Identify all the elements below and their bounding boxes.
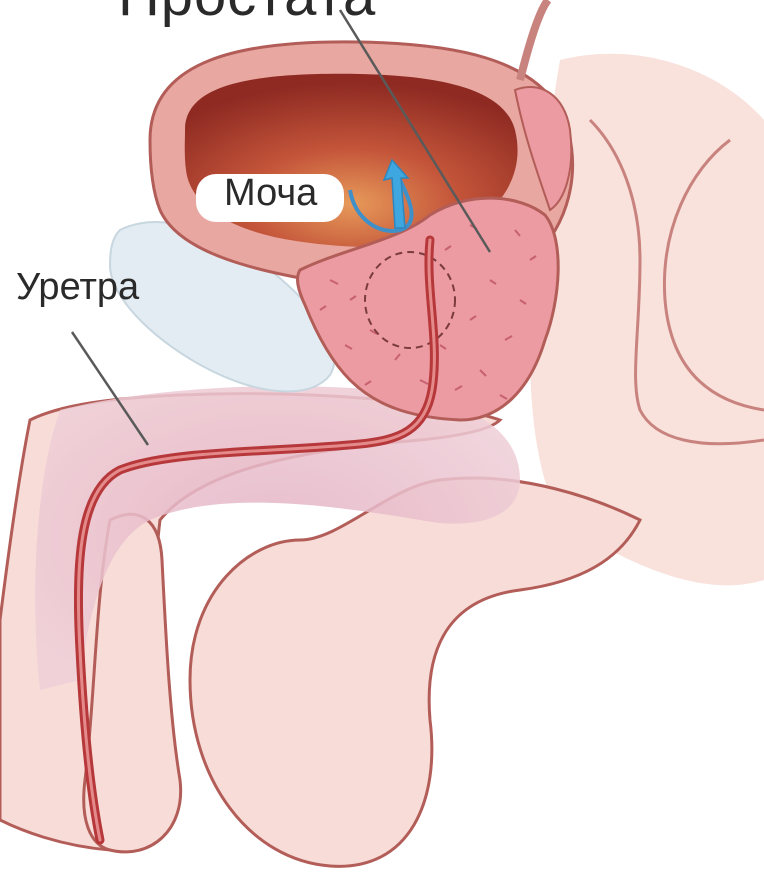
scrotum — [190, 478, 640, 866]
urine-label: Моча — [224, 172, 317, 215]
urethra-label: Уретра — [16, 266, 139, 309]
ureter — [520, 0, 548, 80]
prostate-label: Простата — [118, 0, 376, 29]
